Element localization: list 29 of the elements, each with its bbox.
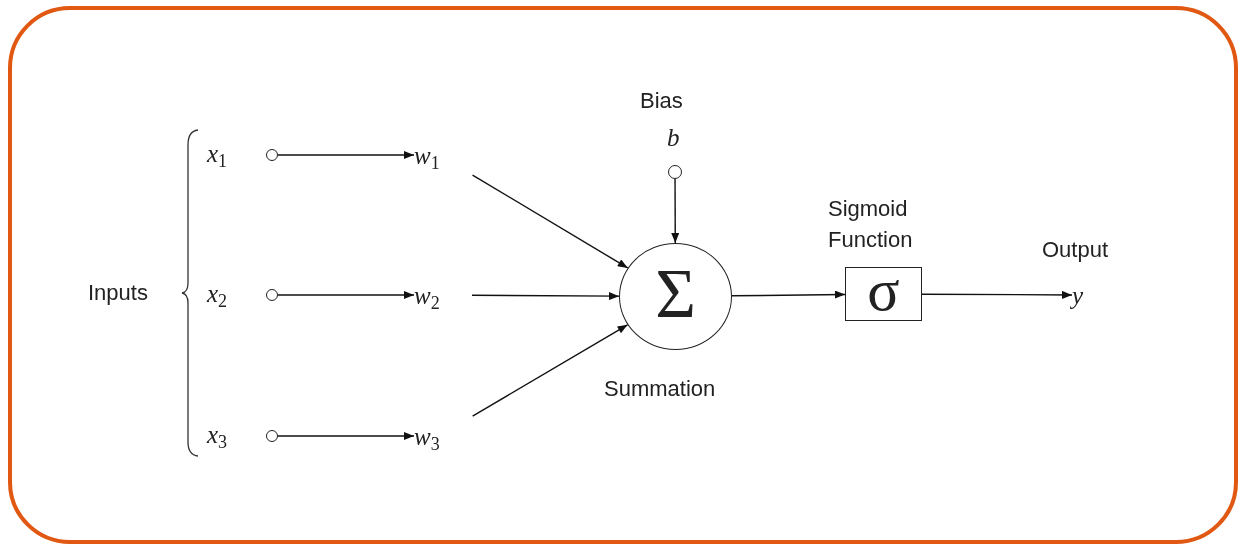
variable-label: x$_{2}$: [207, 281, 228, 311]
variable-label: w$_{3}$: [414, 420, 464, 452]
symbol: Σ: [655, 258, 696, 329]
variable-label: w$_{1}$: [414, 139, 464, 171]
variable-label: w$_{2}$: [414, 279, 464, 311]
variable-label: y: [1072, 279, 1100, 311]
arrow: [277, 432, 415, 440]
arrow: [731, 290, 846, 299]
symbol: σ: [867, 260, 900, 320]
arrow: [471, 292, 620, 301]
input-node: [266, 149, 278, 161]
input-node: [266, 289, 278, 301]
node-label: Sigmoid Function: [828, 195, 914, 254]
node-label: Bias: [640, 87, 683, 115]
arrow: [671, 178, 680, 244]
function-box: [845, 267, 922, 321]
input-node: [668, 165, 682, 179]
arrow: [471, 174, 629, 269]
group-label: Inputs: [88, 279, 148, 307]
arrow: [277, 151, 415, 159]
input-node: [266, 430, 278, 442]
variable-label: x$_{1}$: [207, 141, 228, 171]
arrow: [277, 291, 415, 299]
variable-label: x$_{3}$: [207, 422, 228, 452]
arrow: [471, 324, 629, 417]
arrow: [921, 290, 1073, 299]
node-label: Output: [1042, 236, 1109, 264]
node-label: Summation: [604, 375, 716, 403]
variable-label: b: [667, 125, 680, 150]
